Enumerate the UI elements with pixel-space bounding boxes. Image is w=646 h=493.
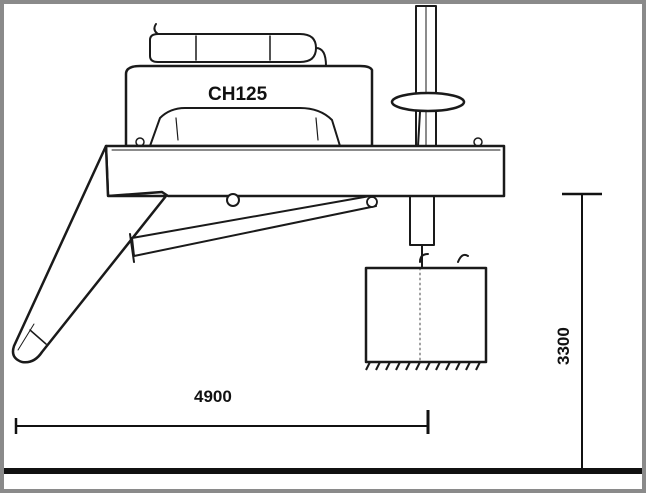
vertical-mast (409, 5, 437, 269)
horizontal-dimension-line (14, 410, 430, 434)
bucket-teeth (365, 361, 481, 371)
vertical-dimension-line (562, 192, 602, 470)
engine-housing (124, 23, 374, 148)
handwheel (390, 91, 466, 147)
model-label: CH125 (208, 84, 268, 105)
support-leg (11, 144, 168, 364)
hydraulic-brace (129, 193, 378, 263)
main-boom (104, 137, 506, 198)
vertical-dimension-label: 3300 (554, 327, 573, 365)
drill-bucket (364, 253, 488, 371)
horizontal-dimension-label: 4900 (194, 387, 232, 406)
